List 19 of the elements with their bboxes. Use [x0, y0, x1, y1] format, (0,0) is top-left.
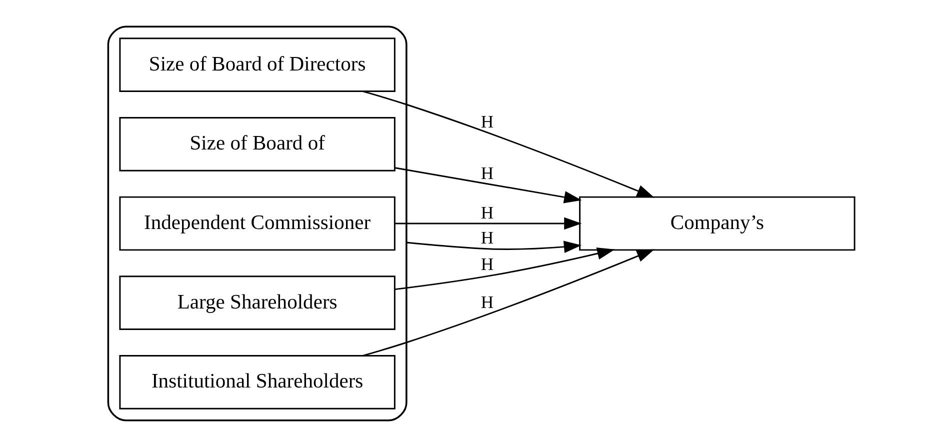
- node-box: Independent Commissioner: [119, 196, 396, 250]
- node-box: Size of Board of: [119, 116, 396, 171]
- edge-label: H: [480, 110, 494, 131]
- node-box: Large Shareholders: [119, 275, 396, 330]
- edge-label: H: [480, 253, 494, 274]
- cluster: [107, 25, 408, 421]
- arrow: [395, 216, 582, 230]
- node-box: Company’s: [579, 196, 856, 250]
- edge-label: H: [480, 202, 494, 222]
- arrow: [406, 240, 582, 253]
- edge-label: H: [480, 162, 494, 182]
- arrow: [395, 246, 615, 290]
- arrow: [362, 248, 654, 356]
- node-box: Institutional Shareholders: [119, 354, 396, 409]
- edge-label: H: [480, 226, 494, 247]
- edge-label: H: [480, 292, 494, 312]
- arrow: [395, 166, 582, 203]
- arrow: [362, 90, 654, 198]
- node-box: Size of Board of Directors: [119, 37, 396, 92]
